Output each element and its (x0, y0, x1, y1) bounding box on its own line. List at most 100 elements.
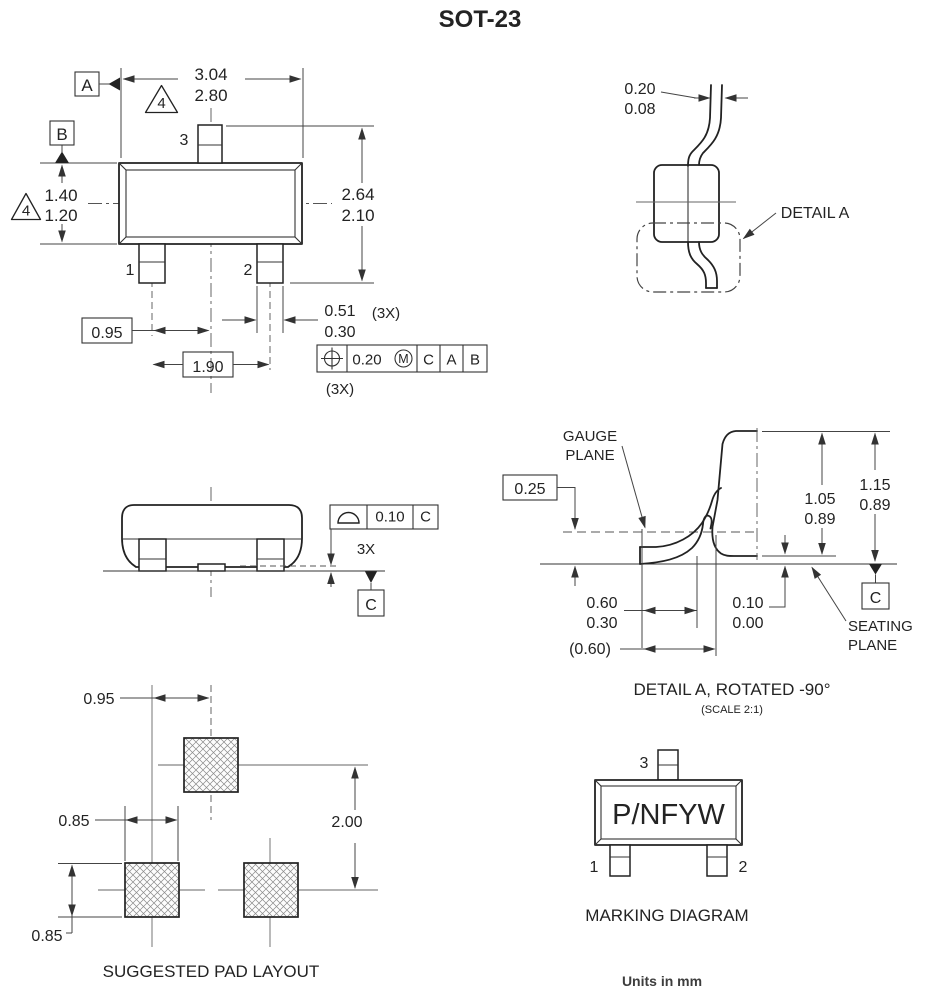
dim-lead-w-qty: (3X) (372, 305, 400, 322)
datum-b-label: B (56, 125, 67, 144)
detail-rotated-scale: (SCALE 2:1) (701, 704, 763, 716)
dim-foot-max: 0.60 (586, 595, 617, 612)
dim-total-h-max: 2.64 (341, 185, 374, 204)
pin3-label: 3 (640, 755, 649, 772)
dim-width-min: 2.80 (194, 86, 227, 105)
seating-plane-label-2: PLANE (848, 637, 897, 654)
detail-a-label: DETAIL A (781, 205, 850, 222)
pin3-lead (197, 124, 223, 164)
dim-foot-min: 0.30 (586, 615, 617, 632)
units-note: Units in mm (622, 973, 702, 989)
detail-a-rotated-view: GAUGE PLANE 0.25 1.05 0.89 1.15 0.89 (502, 428, 913, 716)
datum-c-box (861, 582, 890, 610)
datum-c-label: C (870, 590, 882, 607)
dim-gauge-offset: 0.25 (514, 481, 545, 498)
datum-c-label: C (365, 597, 377, 614)
fcf-tolerance: 0.20 (352, 352, 381, 369)
pad-3 (183, 737, 239, 793)
flatness-ref: C (420, 509, 431, 526)
pin2-lead (706, 844, 728, 877)
dim-height-min: 0.89 (859, 497, 890, 514)
pin1-lead (609, 844, 631, 877)
dim-total-h-min: 2.10 (341, 206, 374, 225)
gauge-plane-label-2: PLANE (565, 447, 614, 464)
marking-diagram: P/NFYW 3 1 2 MARKING DIAGRAM (585, 749, 749, 925)
pin1-label: 1 (126, 262, 135, 279)
datum-a-label: A (81, 76, 93, 95)
left-foot (138, 538, 167, 572)
center-foot (197, 563, 226, 572)
detail-a-view: 0.20 0.08 DETAIL A (624, 81, 850, 293)
flatness-qty: 3X (357, 541, 375, 558)
dim-standoff-min: 0.00 (732, 615, 763, 632)
package-inner (600, 785, 737, 840)
pin3-label: 3 (180, 132, 189, 149)
marking-caption: MARKING DIAGRAM (585, 906, 748, 925)
dim-pad-pitch-y: 2.00 (331, 814, 362, 831)
datum-c-box (357, 589, 385, 617)
detail-rotated-caption: DETAIL A, ROTATED -90° (634, 680, 831, 699)
dim-pad-width: 0.85 (58, 813, 89, 830)
dim-lead-w-min: 0.30 (324, 324, 355, 341)
dim-foot-ref: (0.60) (569, 641, 611, 658)
lead-blade-outline (711, 430, 758, 557)
fcf-modifier: M (398, 352, 408, 366)
package-outline (594, 779, 743, 846)
dim-span: 1.90 (192, 359, 223, 376)
position-symbol-icon (321, 347, 343, 370)
gauge-plane-label-1: GAUGE (563, 428, 617, 445)
dim-pitch: 0.95 (91, 325, 122, 342)
note4-triangle-left (10, 192, 42, 221)
front-view: 3.04 2.80 A B 4 4 3 1 2 1.40 1.20 2.64 2… (10, 65, 488, 398)
datum-c-triangle (365, 571, 377, 583)
pin2-label: 2 (739, 859, 748, 876)
dim-lead-len-max: 1.05 (804, 491, 835, 508)
detail-a-boundary (636, 222, 741, 293)
dim-standoff-max: 0.10 (732, 595, 763, 612)
pin1-lead (138, 243, 166, 284)
dim-pad-pitch-x: 0.95 (83, 691, 114, 708)
foot-bottom-curve (639, 514, 713, 565)
dim-pad-height: 0.85 (31, 928, 62, 945)
package-body-outline (118, 162, 303, 245)
note4-top-label: 4 (157, 95, 165, 112)
fcf-ref2: A (446, 352, 456, 369)
note4-triangle-top (144, 84, 179, 114)
fcf-qty: (3X) (326, 381, 354, 398)
flatness-tolerance-frame: 0.10 C (329, 504, 439, 530)
pad-layout-caption: SUGGESTED PAD LAYOUT (103, 962, 320, 981)
pin1-label: 1 (590, 859, 599, 876)
pin2-lead (256, 243, 284, 284)
side-view: 0.10 C 3X C (103, 487, 439, 617)
fcf-ref3: B (470, 352, 480, 369)
surface-profile-symbol-icon (337, 511, 360, 524)
pin2-label: 2 (244, 262, 253, 279)
dim-height-max: 1.15 (859, 477, 890, 494)
fcf-ref1: C (423, 352, 434, 369)
dim-body-h-max: 1.40 (44, 186, 77, 205)
position-tolerance-frame: 0.20 M C A B (316, 344, 488, 373)
dim-lead-thk-min: 0.08 (624, 101, 655, 118)
dim-width-max: 3.04 (194, 65, 227, 84)
lead-edge-left (687, 84, 712, 167)
datum-c-triangle (869, 564, 882, 575)
body-side-outline (653, 164, 720, 243)
pad-layout-view: 0.95 0.85 2.00 0.85 SUGGESTED PAD LAYOUT (31, 685, 378, 981)
foot-top-curve (639, 487, 722, 548)
pad-2 (243, 862, 299, 918)
page-title: SOT-23 (439, 6, 522, 33)
seating-plane-label-1: SEATING (848, 618, 913, 635)
datum-a-triangle (108, 77, 120, 91)
datum-b-box (49, 120, 75, 146)
flatness-tolerance: 0.10 (375, 509, 404, 526)
datum-b-triangle (55, 151, 69, 163)
lead-edge-right (698, 84, 723, 166)
dim-body-h-min: 1.20 (44, 206, 77, 225)
marking-code: P/NFYW (612, 799, 725, 831)
pad-1 (124, 862, 180, 918)
dim-lead-len-min: 0.89 (804, 511, 835, 528)
note4-left-label: 4 (22, 203, 30, 220)
dim-lead-thk-max: 0.20 (624, 81, 655, 98)
